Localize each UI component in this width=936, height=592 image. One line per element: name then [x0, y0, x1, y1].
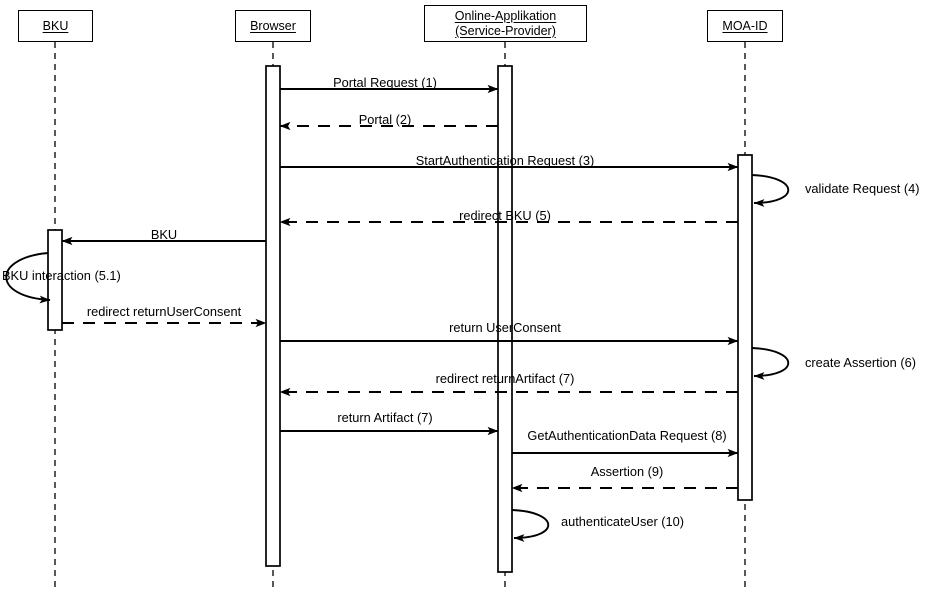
message-label-validate-request: validate Request (4) [805, 181, 920, 196]
activation-bars [47, 65, 753, 573]
message-label-create-assertion: create Assertion (6) [805, 355, 916, 370]
message-label-bku: BKU [150, 227, 178, 242]
lifeline-label-browser: Browser [250, 18, 296, 33]
message-label-redirect-bku: redirect BKU (5) [459, 208, 551, 223]
message-label-redirect-returnartifact: redirect returnArtifact (7) [435, 371, 575, 386]
lifeline-label-online-applikation: Online-Applikation (Service-Provider) [454, 8, 557, 38]
message-label-startauthentication-request: StartAuthentication Request (3) [415, 153, 595, 168]
activation-bar-bku [47, 229, 63, 331]
message-label-return-userconsent: return UserConsent [449, 320, 561, 335]
message-label-assertion: Assertion (9) [590, 464, 664, 479]
lifeline-label-bku: BKU [42, 18, 69, 33]
message-label-return-artifact: return Artifact (7) [337, 410, 433, 425]
message-label-bku-interaction: BKU interaction (5.1) [2, 268, 121, 283]
message-label-authenticateuser: authenticateUser (10) [561, 514, 685, 529]
message-arrow-m15 [511, 509, 549, 542]
message-label-portal: Portal (2) [358, 112, 412, 127]
message-arrow-m10 [751, 347, 789, 380]
lifeline-header-online-applikation[interactable]: Online-Applikation (Service-Provider) [424, 5, 587, 42]
message-label-getauthenticationdata-request: GetAuthenticationData Request (8) [527, 428, 727, 443]
message-arrow-m4 [751, 174, 789, 207]
message-label-redirect-returnuserconsent: redirect returnUserConsent [86, 304, 242, 319]
activation-bar-browser [265, 65, 281, 567]
message-label-portal-request: Portal Request (1) [333, 75, 437, 90]
lifeline-header-bku[interactable]: BKU [18, 10, 93, 42]
lifeline-header-browser[interactable]: Browser [235, 10, 311, 42]
message-arrow-m7 [5, 252, 51, 304]
activation-bar-moaid [737, 154, 753, 501]
lifeline-label-moaid: MOA-ID [722, 18, 768, 33]
activation-bar-oa [497, 65, 513, 573]
lifeline-header-moaid[interactable]: MOA-ID [707, 10, 783, 42]
